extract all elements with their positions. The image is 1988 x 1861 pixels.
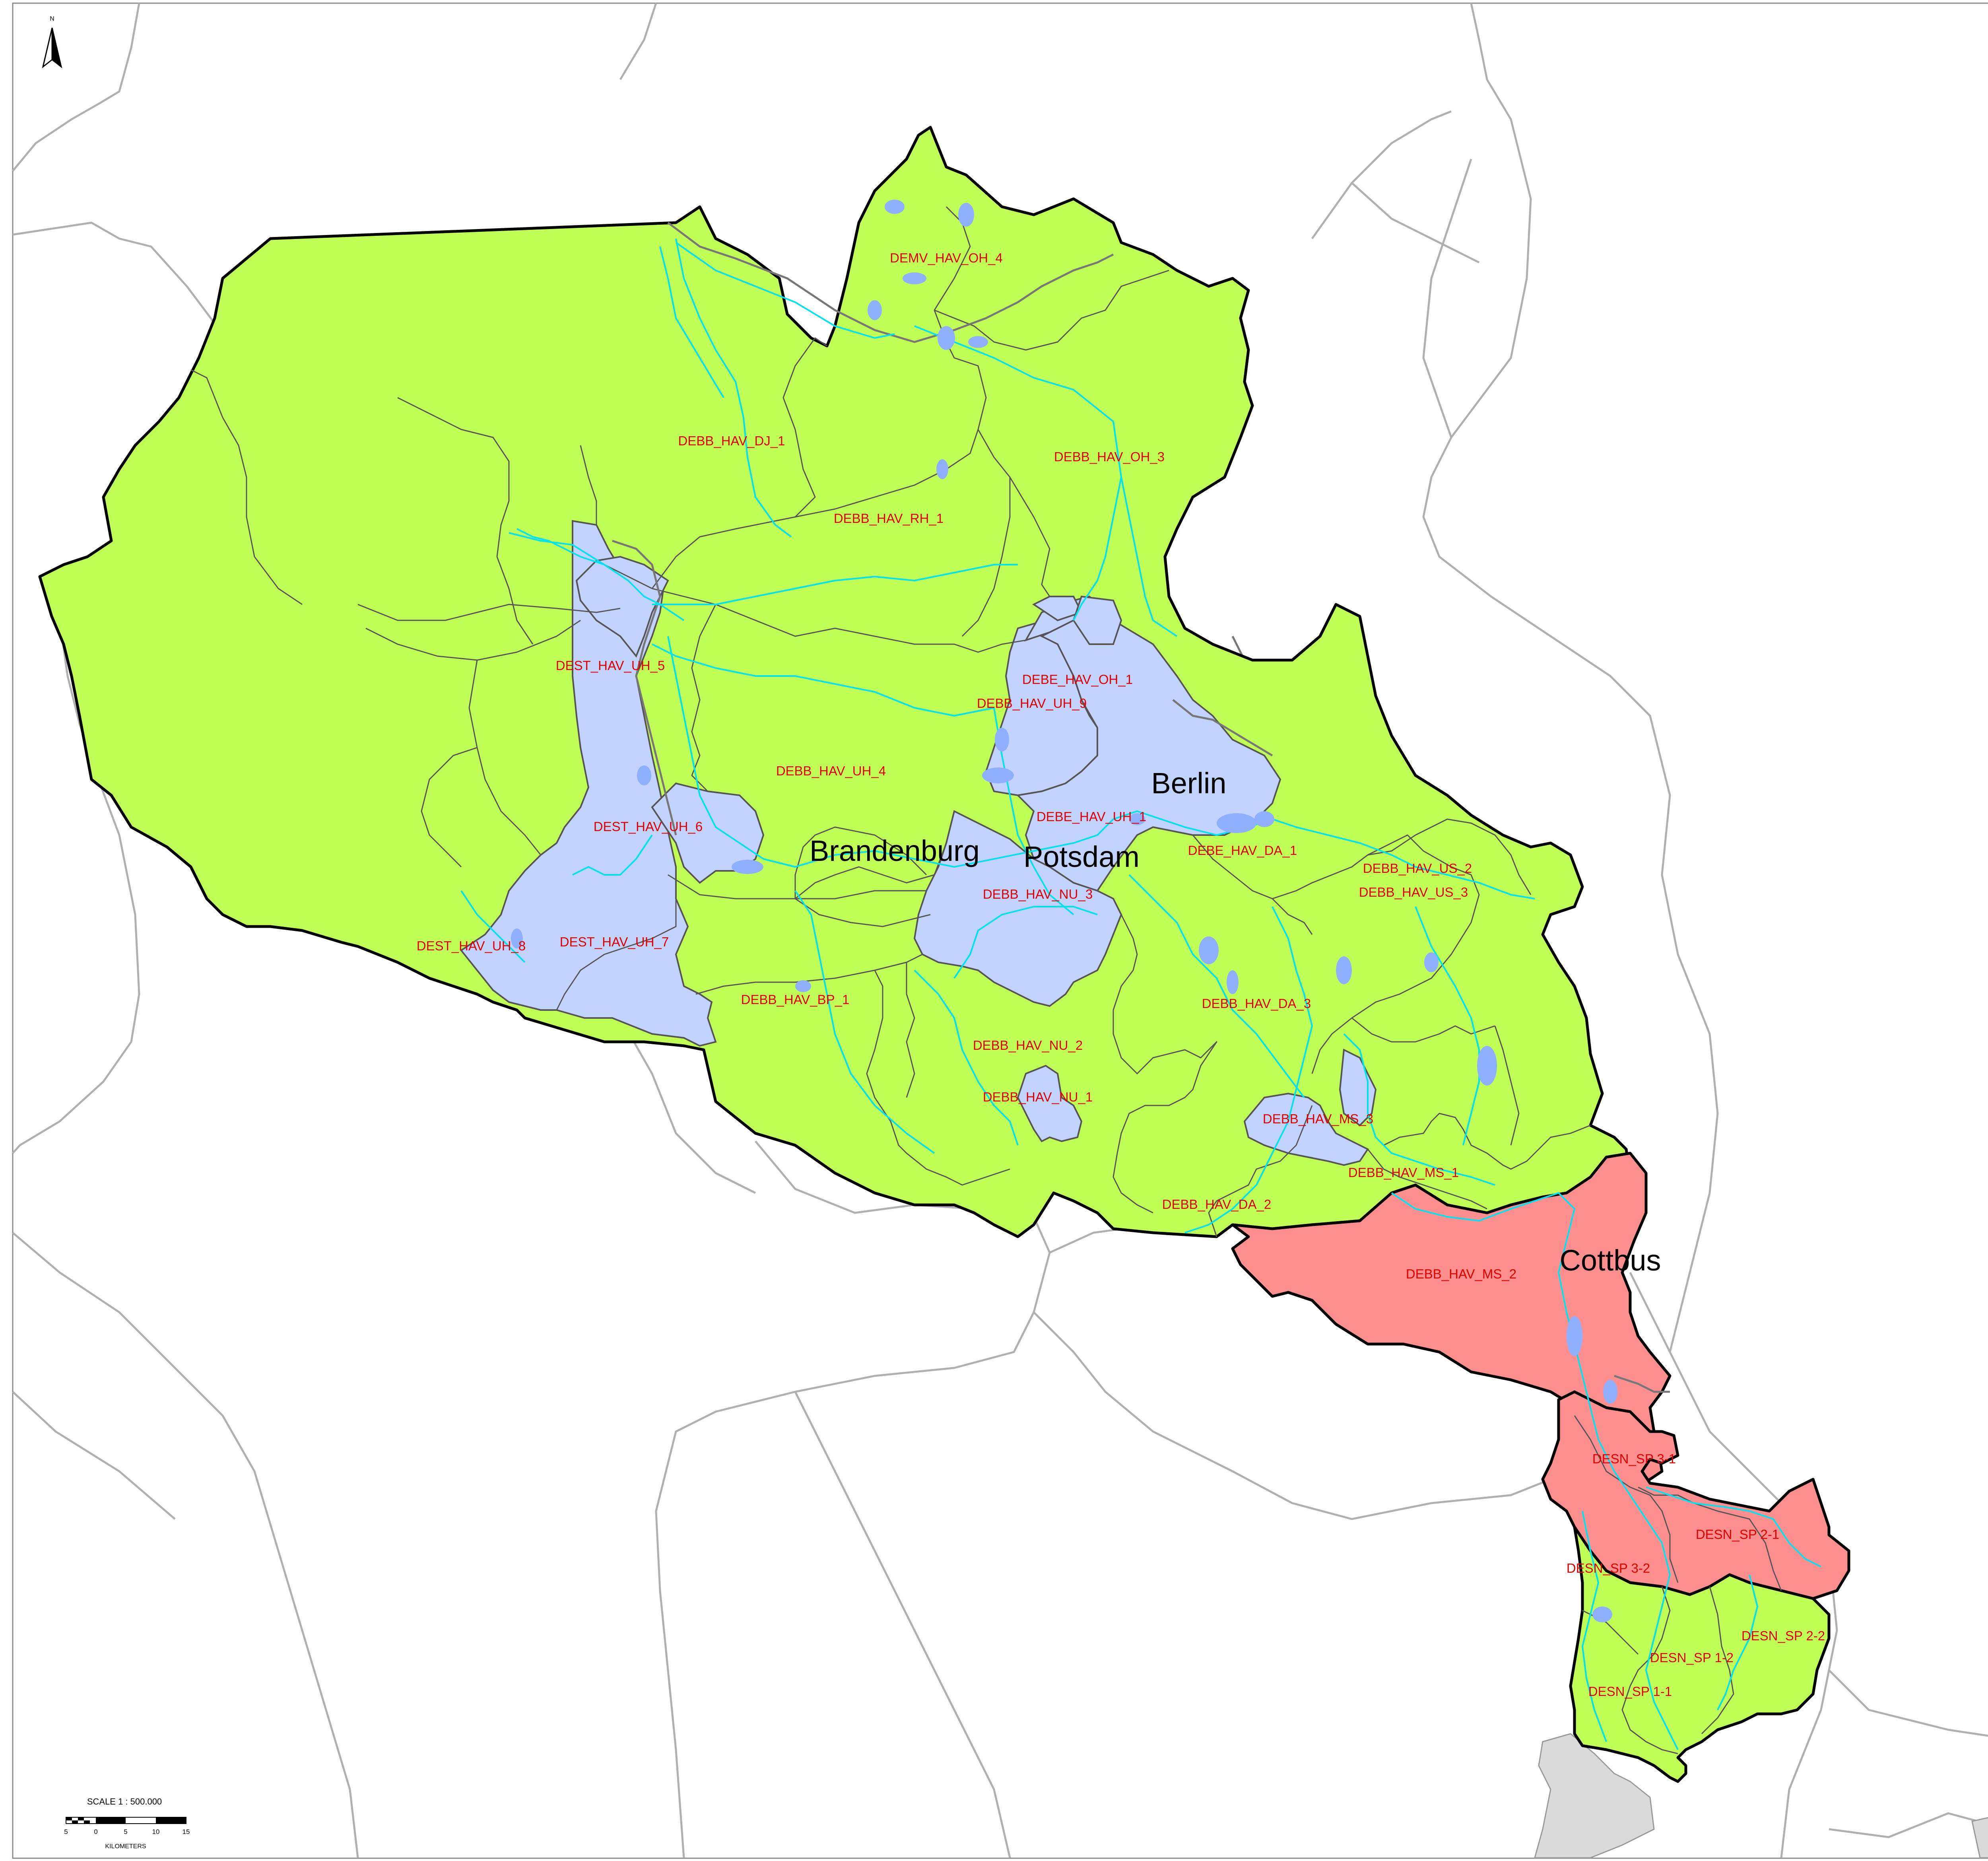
state-boundaries xyxy=(612,222,1670,1393)
scale-title: SCALE 1 : 500.000 xyxy=(87,1797,162,1807)
water-body-labels: DEMV_HAV_OH_4 DEBB_HAV_DJ_1 DEBB_HAV_OH_… xyxy=(417,251,1825,1699)
city-potsdam: Potsdam xyxy=(1023,840,1140,873)
city-berlin: Berlin xyxy=(1151,767,1226,800)
scale-tick-1: 0 xyxy=(94,1828,97,1836)
scale-tick-0: 5 xyxy=(64,1828,68,1836)
label-debb-hav-rh-1: DEBB_HAV_RH_1 xyxy=(834,511,944,526)
label-dest-hav-uh-5: DEST_HAV_UH_5 xyxy=(556,658,665,673)
basin-spree-south xyxy=(1569,1525,1831,1783)
label-debb-hav-da-3: DEBB_HAV_DA_3 xyxy=(1202,996,1311,1011)
label-debb-hav-nu-1: DEBB_HAV_NU_1 xyxy=(983,1090,1093,1104)
label-debe-hav-oh-1: DEBE_HAV_OH_1 xyxy=(1022,672,1133,687)
scale-tick-4: 15 xyxy=(182,1828,190,1836)
city-labels: Berlin Potsdam Brandenburg Cottbus xyxy=(810,767,1661,1277)
label-dest-hav-uh-8: DEST_HAV_UH_8 xyxy=(417,938,526,953)
label-demv-hav-oh-4: DEMV_HAV_OH_4 xyxy=(890,251,1003,265)
label-desn-sp-1-1: DESN_SP 1-1 xyxy=(1588,1684,1672,1699)
label-debb-hav-us-3: DEBB_HAV_US_3 xyxy=(1359,885,1468,899)
rivers xyxy=(460,238,1821,1750)
scale-tick-3: 10 xyxy=(152,1828,160,1836)
label-debb-hav-ms-2: DEBB_HAV_MS_2 xyxy=(1406,1267,1516,1281)
label-debb-hav-da-2: DEBB_HAV_DA_2 xyxy=(1162,1197,1272,1212)
label-debb-hav-oh-3: DEBB_HAV_OH_3 xyxy=(1054,449,1165,464)
label-dest-hav-uh-7: DEST_HAV_UH_7 xyxy=(560,934,669,949)
label-debb-hav-uh-4: DEBB_HAV_UH_4 xyxy=(776,763,886,778)
label-debb-hav-uh-9: DEBB_HAV_UH_9 xyxy=(977,696,1087,711)
scale-tick-2: 5 xyxy=(124,1828,127,1836)
city-brandenburg: Brandenburg xyxy=(810,834,980,867)
map-frame xyxy=(12,2,1988,1859)
label-desn-sp-1-2: DESN_SP 1-2 xyxy=(1650,1650,1734,1665)
scale-bar: SCALE 1 : 500.000 5 0 5 10 15 KILOMETERS xyxy=(64,1797,190,1850)
label-debb-hav-us-2: DEBB_HAV_US_2 xyxy=(1363,861,1472,876)
north-arrow: N xyxy=(42,16,62,68)
label-desn-sp-2-2: DESN_SP 2-2 xyxy=(1741,1628,1825,1643)
label-dest-hav-uh-6: DEST_HAV_UH_6 xyxy=(594,819,703,834)
label-debb-hav-ms-3: DEBB_HAV_MS_3 xyxy=(1263,1111,1373,1126)
label-debb-hav-dj-1: DEBB_HAV_DJ_1 xyxy=(678,433,785,448)
label-debb-hav-nu-2: DEBB_HAV_NU_2 xyxy=(973,1038,1083,1053)
foreign-territory xyxy=(1534,1733,1988,1859)
scale-unit: KILOMETERS xyxy=(105,1843,146,1850)
label-desn-sp-3-2: DESN_SP 3-2 xyxy=(1567,1561,1650,1575)
label-desn-sp-3-1: DESN_SP 3-1 xyxy=(1592,1451,1676,1466)
label-debe-hav-da-1: DEBE_HAV_DA_1 xyxy=(1188,843,1297,858)
label-debb-hav-ms-1: DEBB_HAV_MS_1 xyxy=(1348,1165,1459,1180)
north-arrow-letter: N xyxy=(50,16,54,22)
label-debb-hav-bp-1: DEBB_HAV_BP_1 xyxy=(741,992,850,1007)
label-desn-sp-2-1: DESN_SP 2-1 xyxy=(1696,1527,1779,1542)
lakes xyxy=(511,200,1617,1622)
city-cottbus: Cottbus xyxy=(1559,1244,1661,1277)
label-debe-hav-uh-1: DEBE_HAV_UH_1 xyxy=(1037,809,1146,824)
label-debb-hav-nu-3: DEBB_HAV_NU_3 xyxy=(983,887,1093,901)
